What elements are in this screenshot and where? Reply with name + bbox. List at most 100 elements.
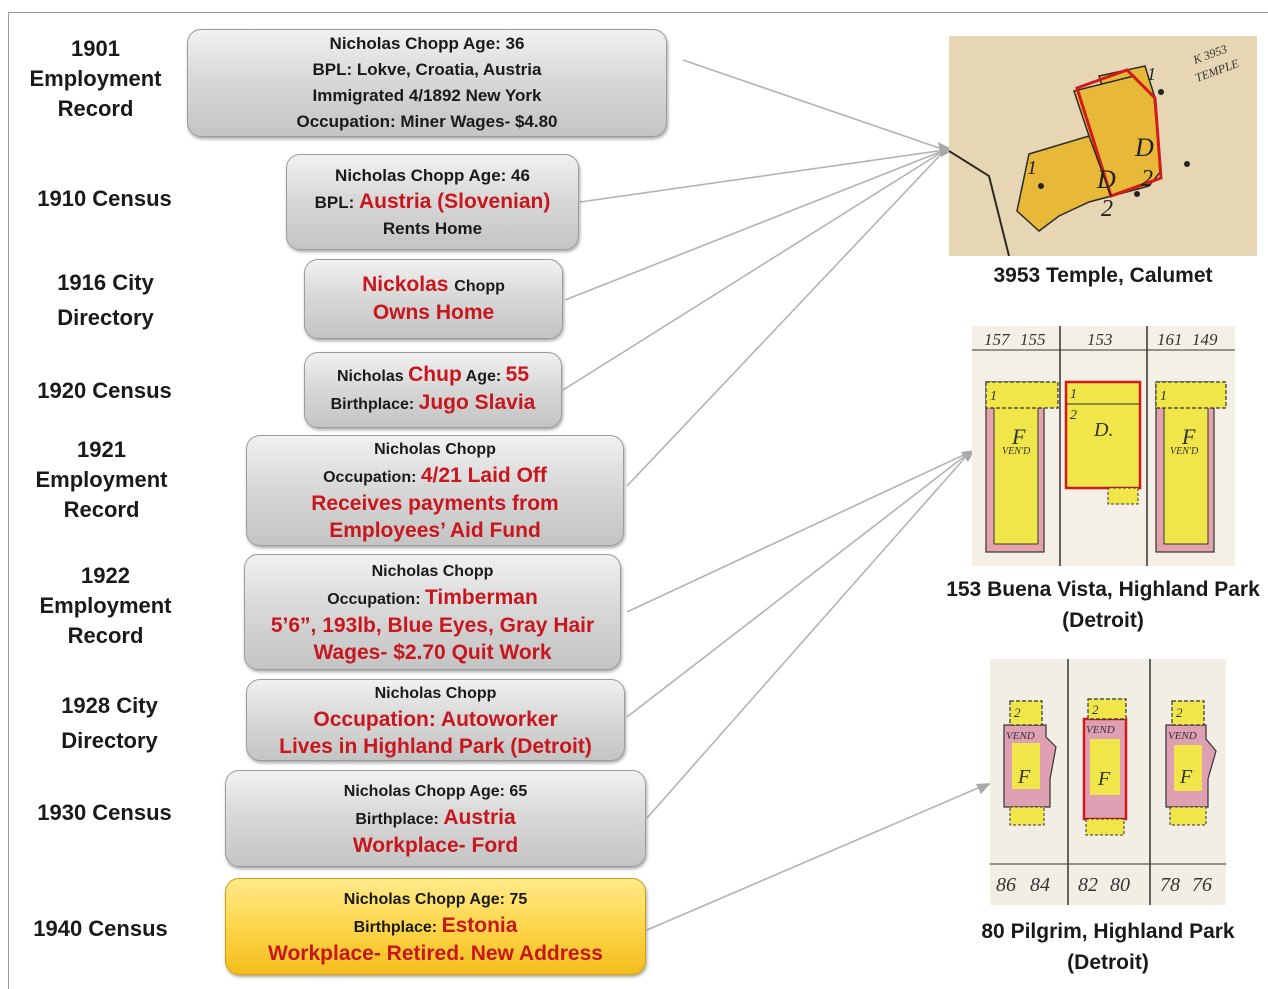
connector-1916 bbox=[564, 149, 946, 301]
record-line: Occupation: Miner Wages- $4.80 bbox=[296, 109, 557, 135]
buena-map-label-161: 161 bbox=[1157, 330, 1183, 349]
pilgrim-map-label-82: 82 bbox=[1078, 874, 1098, 896]
record-line: Nicholas Chup Age: 55 bbox=[337, 362, 529, 390]
buena-map-label-149: 149 bbox=[1192, 330, 1218, 349]
record-line: Workplace- Retired. New Address bbox=[268, 941, 603, 968]
record-text: Age: bbox=[461, 368, 506, 385]
caption-temple-calumet: 3953 Temple, Calumet bbox=[993, 264, 1213, 287]
record-line: Nicholas Chopp Age: 75 bbox=[344, 886, 527, 913]
caption-pilgrim: 80 Pilgrim, Highland Park(Detroit) bbox=[981, 920, 1235, 974]
buena-map-label-2: 2 bbox=[1070, 408, 1077, 423]
pilgrim-map-label-F2: F bbox=[1097, 768, 1111, 790]
map-buena-vista: 157 155 153 161 149 F VEN'D D. F VEN'D 1… bbox=[972, 326, 1235, 566]
buena-map-label-vend2: VEN'D bbox=[1170, 446, 1199, 457]
record-text-red: Workplace- Retired. New Address bbox=[268, 941, 603, 965]
record-text: Nicholas Chopp Age: 46 bbox=[335, 165, 530, 185]
record-text-red: Occupation: Autoworker bbox=[313, 707, 558, 731]
temple-highlight bbox=[1075, 68, 1163, 198]
buena-map-label-vend1: VEN'D bbox=[1002, 446, 1031, 457]
buena-map-label-1a: 1 bbox=[1070, 387, 1077, 402]
record-text: Birthplace: bbox=[353, 918, 442, 936]
record-line: Owns Home bbox=[373, 300, 494, 327]
connector-1901 bbox=[682, 59, 946, 151]
record-box-1930: Nicholas Chopp Age: 65 Birthplace: Austri… bbox=[225, 770, 646, 867]
record-text: Nicholas Chopp Age: 75 bbox=[343, 890, 528, 908]
pilgrim-map-label-vend3: VEND bbox=[1168, 730, 1197, 742]
connector-1928 bbox=[626, 451, 971, 718]
record-line: Immigrated 4/1892 New York bbox=[313, 83, 542, 109]
buena-map-label-D: D. bbox=[1093, 419, 1113, 441]
pilgrim-map-label-2b: 2 bbox=[1092, 702, 1099, 717]
record-text: Occupation: bbox=[323, 469, 421, 486]
record-line: Receives payments from bbox=[311, 491, 558, 518]
record-text-red: 55 bbox=[505, 363, 529, 386]
record-text-red: Workplace- Ford bbox=[352, 833, 519, 857]
temple-map-label-D1: D bbox=[1096, 165, 1116, 194]
buena-map-label-F1: F bbox=[1011, 424, 1026, 449]
temple-map-label-D2: D bbox=[1134, 133, 1154, 162]
buena-map-label-153: 153 bbox=[1087, 330, 1113, 349]
pilgrim-map-label-F1: F bbox=[1017, 766, 1031, 788]
pilgrim-map-label-2a: 2 bbox=[1014, 705, 1021, 720]
pilgrim-map-label-80: 80 bbox=[1110, 874, 1130, 896]
buena-map-label-1b: 1 bbox=[990, 389, 997, 404]
record-text-red: 4/21 Laid Off bbox=[420, 464, 547, 487]
connector-1920 bbox=[562, 149, 946, 391]
record-text: Nicholas Chopp bbox=[374, 441, 496, 458]
connector-1930 bbox=[646, 451, 971, 819]
temple-map-label-1a: 1 bbox=[1027, 157, 1037, 179]
record-text: Nicholas bbox=[336, 368, 409, 385]
arrowhead-pilgrim bbox=[976, 783, 991, 794]
record-text: BPL: bbox=[314, 192, 359, 212]
record-text: Nicholas Chopp Age: 36 bbox=[329, 34, 525, 53]
record-text: Nicholas Chopp bbox=[371, 562, 494, 580]
record-line: Birthplace: Jugo Slavia bbox=[331, 390, 536, 418]
label-1940: 1940 Census bbox=[33, 916, 168, 941]
record-line: Nicholas Chopp Age: 65 bbox=[344, 778, 527, 805]
connector-1922 bbox=[626, 451, 971, 613]
record-text-red: Chup bbox=[408, 363, 462, 386]
record-line: Birthplace: Austria bbox=[355, 805, 515, 833]
record-text-red: Timberman bbox=[424, 585, 538, 609]
temple-map-label-2b: 2 bbox=[1141, 166, 1153, 192]
pilgrim-map-label-vend1: VEND bbox=[1006, 730, 1035, 742]
record-line: Employees’ Aid Fund bbox=[329, 518, 541, 545]
record-line: Rents Home bbox=[383, 216, 482, 242]
record-text-red: Jugo Slavia bbox=[418, 391, 536, 414]
pilgrim-map-label-vend2: VEND bbox=[1086, 724, 1115, 736]
pilgrim-map-label-76: 76 bbox=[1192, 874, 1212, 896]
record-text-red: Owns Home bbox=[372, 300, 495, 324]
record-text-red: Austria bbox=[443, 805, 516, 829]
record-text-red: Lives in Highland Park (Detroit) bbox=[279, 734, 592, 758]
record-text-red: 5’6”, 193lb, Blue Eyes, Gray Hair bbox=[270, 613, 595, 637]
caption-buena-vista: 153 Buena Vista, Highland Park(Detroit) bbox=[946, 578, 1260, 632]
temple-map-label-1b: 1 bbox=[1147, 64, 1156, 84]
label-1920: 1920 Census bbox=[37, 378, 172, 403]
record-line: Nicholas Chopp bbox=[372, 558, 494, 585]
connector-1921 bbox=[626, 149, 946, 487]
record-line: Nickolas Chopp bbox=[362, 272, 505, 300]
pilgrim-map-label-78: 78 bbox=[1160, 874, 1180, 896]
record-line: BPL: Austria (Slovenian) bbox=[315, 189, 551, 216]
record-line: BPL: Lokve, Croatia, Austria bbox=[313, 57, 542, 83]
label-1930: 1930 Census bbox=[37, 800, 172, 825]
record-text: Birthplace: bbox=[355, 810, 444, 828]
record-text: Nicholas Chopp Age: 65 bbox=[343, 782, 528, 800]
record-line: Lives in Highland Park (Detroit) bbox=[279, 734, 592, 761]
pilgrim-map-label-86: 86 bbox=[996, 874, 1016, 896]
map-temple-calumet: 1 D 2 D 2 1 K 3953 TEMPLE bbox=[949, 36, 1257, 256]
record-text: Chopp bbox=[454, 277, 505, 295]
record-text: Nicholas Chopp bbox=[374, 684, 497, 702]
connector-1910 bbox=[579, 149, 946, 203]
map-pilgrim: 86 84 82 80 78 76 VEND VEND VEND F F F 2… bbox=[990, 659, 1226, 905]
buena-map-label-1c: 1 bbox=[1160, 389, 1167, 404]
